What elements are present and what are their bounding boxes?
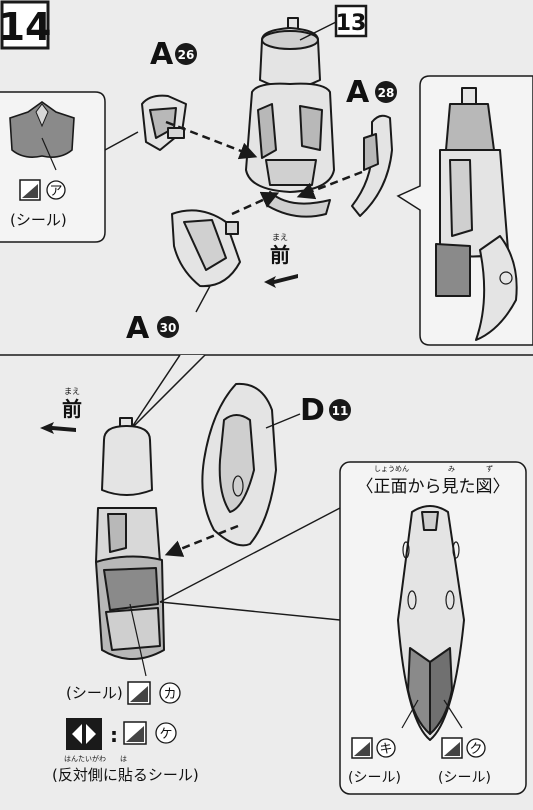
sticker-a-label: (シール) bbox=[10, 211, 67, 229]
label-a30-number: 30 bbox=[160, 321, 177, 335]
torso-assembly-top bbox=[245, 17, 335, 218]
label-d11: D 11 bbox=[300, 393, 351, 428]
sticker-mirror-row: : ケ はんたいがわ は (反対側に貼るシール) bbox=[52, 718, 199, 784]
sticker-icon bbox=[19, 179, 41, 201]
arrow-a30 bbox=[231, 191, 280, 216]
part-a28 bbox=[351, 114, 393, 217]
label-a28-letter: A bbox=[346, 75, 370, 110]
leader-13 bbox=[299, 21, 337, 41]
label-a30: A 30 bbox=[126, 311, 179, 346]
front-ruby-bottom: まえ bbox=[64, 387, 80, 396]
sticker-ki-id: キ bbox=[379, 742, 392, 757]
front-indicator-bottom: まえ 前 bbox=[40, 387, 82, 434]
prev-step-ref-box: 13 bbox=[334, 4, 368, 38]
front-ruby-top: まえ bbox=[272, 233, 288, 242]
leader-sticker-ka bbox=[129, 603, 147, 677]
label-a30-letter: A bbox=[126, 311, 150, 346]
prev-step-ref: 13 bbox=[336, 11, 367, 36]
arrow-a28 bbox=[296, 170, 363, 200]
sticker-ki-label: (シール) bbox=[348, 770, 401, 786]
front-view-box: しょうめん み ず 〈正面から見た図〉 キ (シール) ク (シール) bbox=[339, 461, 527, 795]
front-label-top: 前 bbox=[270, 243, 290, 267]
label-a28: A 28 bbox=[346, 75, 397, 110]
sticker-ka-row: (シール) カ bbox=[66, 681, 181, 705]
sticker-a-id: ア bbox=[49, 184, 62, 199]
arrow-a26 bbox=[165, 120, 258, 160]
sticker-callout-a: ア (シール) bbox=[0, 91, 139, 243]
front-arrow-top bbox=[264, 274, 298, 288]
front-view-leader-bottom bbox=[159, 601, 341, 621]
label-a26-letter: A bbox=[150, 37, 174, 72]
mirror-colon: : bbox=[110, 723, 118, 747]
front-view-title: 〈正面から見た図〉 bbox=[357, 477, 510, 497]
callout-a28-attached bbox=[396, 75, 533, 346]
sticker-ku-id: ク bbox=[469, 742, 482, 757]
part-d11 bbox=[201, 382, 277, 547]
front-view-ruby-2: み bbox=[448, 465, 455, 473]
sticker-ki-icon bbox=[351, 737, 373, 759]
front-view-ruby-1: しょうめん bbox=[374, 465, 409, 473]
front-indicator-top: まえ 前 bbox=[264, 233, 298, 288]
label-d11-number: 11 bbox=[332, 404, 349, 418]
sticker-ku-shape bbox=[429, 647, 453, 735]
sticker-ka-label: (シール) bbox=[66, 684, 123, 702]
leader-a30 bbox=[195, 285, 211, 313]
part-a30 bbox=[171, 209, 241, 288]
sticker-ka-id: カ bbox=[163, 687, 176, 702]
sticker-ku-label: (シール) bbox=[438, 770, 491, 786]
front-view-leader-top bbox=[159, 507, 341, 603]
torso-assembly-bottom bbox=[95, 417, 165, 660]
step-number: 14 bbox=[0, 5, 51, 49]
mirror-note-ruby: はんたいがわ は bbox=[64, 754, 127, 763]
mirror-note: (反対側に貼るシール) bbox=[52, 766, 199, 784]
sticker-ke-id: ケ bbox=[159, 727, 172, 742]
label-a28-number: 28 bbox=[378, 86, 395, 100]
label-a26-number: 26 bbox=[178, 48, 195, 62]
part-a26 bbox=[141, 94, 187, 151]
sticker-ku-icon bbox=[441, 737, 463, 759]
sticker-ka-shape bbox=[103, 567, 159, 611]
callout-pointer bbox=[129, 354, 206, 431]
mirror-icon bbox=[66, 718, 102, 750]
label-d11-letter: D bbox=[300, 393, 325, 428]
step-number-box: 14 bbox=[0, 0, 51, 50]
front-label-bottom: 前 bbox=[62, 397, 82, 421]
leader-d11 bbox=[265, 413, 301, 429]
sticker-a-shape bbox=[9, 101, 75, 158]
label-a26: A 26 bbox=[150, 37, 197, 72]
front-arrow-bottom bbox=[40, 422, 76, 434]
front-view-ruby-3: ず bbox=[486, 464, 493, 473]
